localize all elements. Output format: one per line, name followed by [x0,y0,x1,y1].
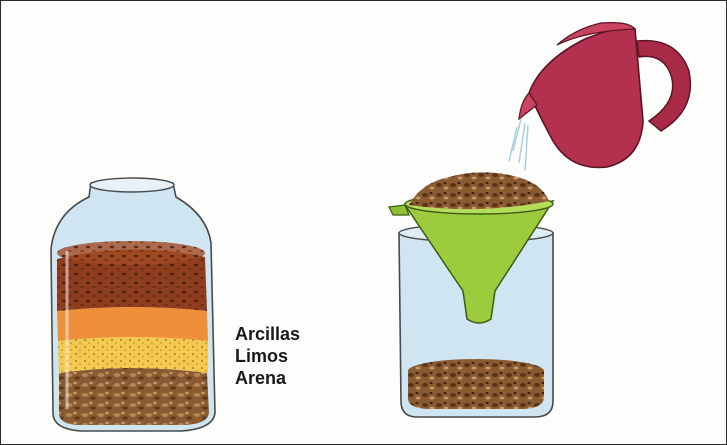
water-stream [509,119,528,171]
pitcher-handle [637,41,690,131]
left-jar-limos-layer [57,307,208,341]
water-pitcher [509,23,690,171]
label-arcillas: Arcillas [235,323,300,345]
label-limos: Limos [235,345,300,367]
pitcher-body [529,28,643,167]
soil-layer-labels: Arcillas Limos Arena [235,323,300,389]
layered-soil-jar [51,178,215,431]
label-arena: Arena [235,367,300,389]
